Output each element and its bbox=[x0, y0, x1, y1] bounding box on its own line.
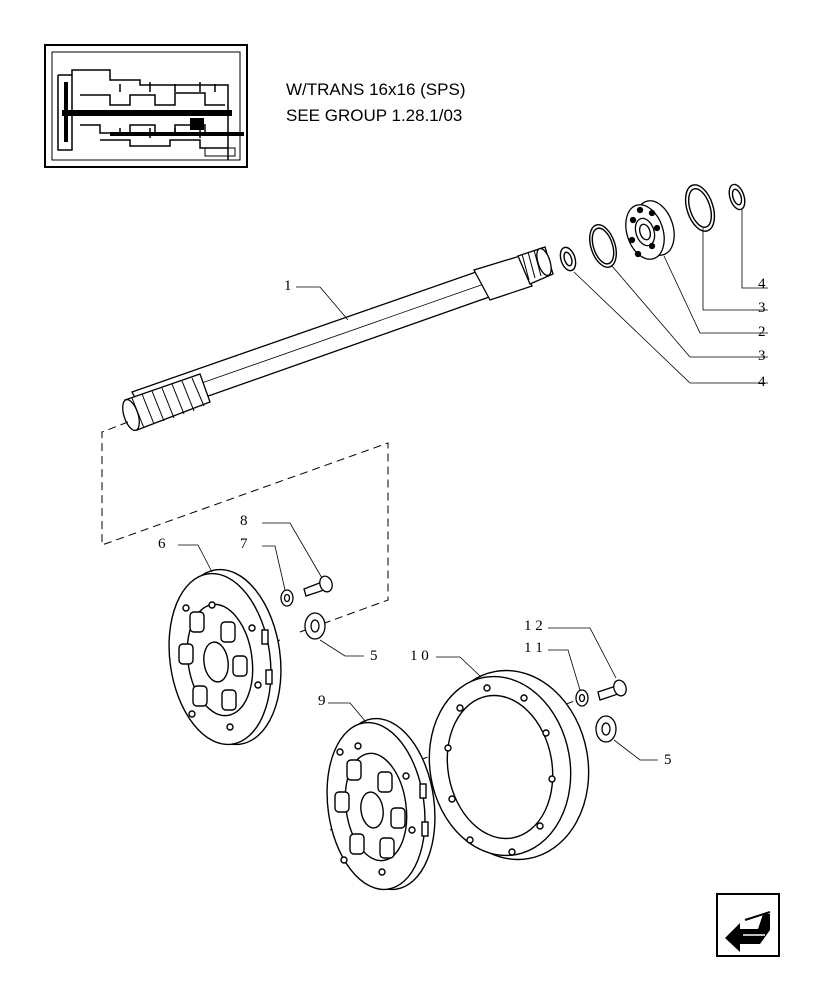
callout-3-lower: 3 bbox=[758, 348, 766, 364]
transmission-thumbnail bbox=[44, 44, 248, 168]
leader-lines-upper bbox=[296, 210, 768, 384]
adaptor-ring-10 bbox=[428, 669, 590, 861]
callout-1: 1 bbox=[284, 278, 292, 294]
snap-ring-small-b bbox=[728, 183, 746, 211]
callout-8: 8 bbox=[240, 513, 248, 529]
callout-4-lower: 4 bbox=[758, 374, 766, 390]
washer-5b bbox=[595, 715, 617, 743]
bolt-8 bbox=[303, 575, 333, 597]
callout-7: 7 bbox=[240, 536, 248, 552]
snap-ring-small-a bbox=[559, 246, 577, 272]
callout-10: 1 0 bbox=[410, 648, 429, 664]
callout-9: 9 bbox=[318, 693, 326, 709]
callout-5-upper: 5 bbox=[370, 648, 378, 664]
circlip-b bbox=[684, 184, 716, 232]
washer-7 bbox=[280, 589, 294, 607]
leader-lines-lower bbox=[178, 522, 658, 761]
callout-12: 1 2 bbox=[524, 618, 543, 634]
callout-labels: 1 4 3 2 3 4 8 7 6 5 1 2 1 1 1 0 9 5 bbox=[158, 276, 766, 768]
main-shaft bbox=[122, 246, 554, 432]
callout-2: 2 bbox=[758, 324, 766, 340]
callout-5-lower: 5 bbox=[664, 752, 672, 768]
callout-3-upper: 3 bbox=[758, 300, 766, 316]
callout-11: 1 1 bbox=[524, 640, 543, 656]
washer-11 bbox=[575, 689, 589, 707]
washer-5a bbox=[304, 612, 326, 640]
bolt-12 bbox=[597, 679, 627, 701]
callout-4-upper: 4 bbox=[758, 276, 766, 292]
bearing bbox=[625, 200, 675, 260]
back-arrow-icon[interactable] bbox=[716, 893, 780, 957]
header-subtitle: SEE GROUP 1.28.1/03 bbox=[286, 106, 463, 125]
header-title: W/TRANS 16x16 (SPS) bbox=[286, 80, 466, 99]
callout-6: 6 bbox=[158, 536, 166, 552]
damper-disc-9 bbox=[326, 717, 436, 891]
damper-disc-6 bbox=[168, 568, 282, 746]
circlip-a bbox=[589, 224, 617, 268]
